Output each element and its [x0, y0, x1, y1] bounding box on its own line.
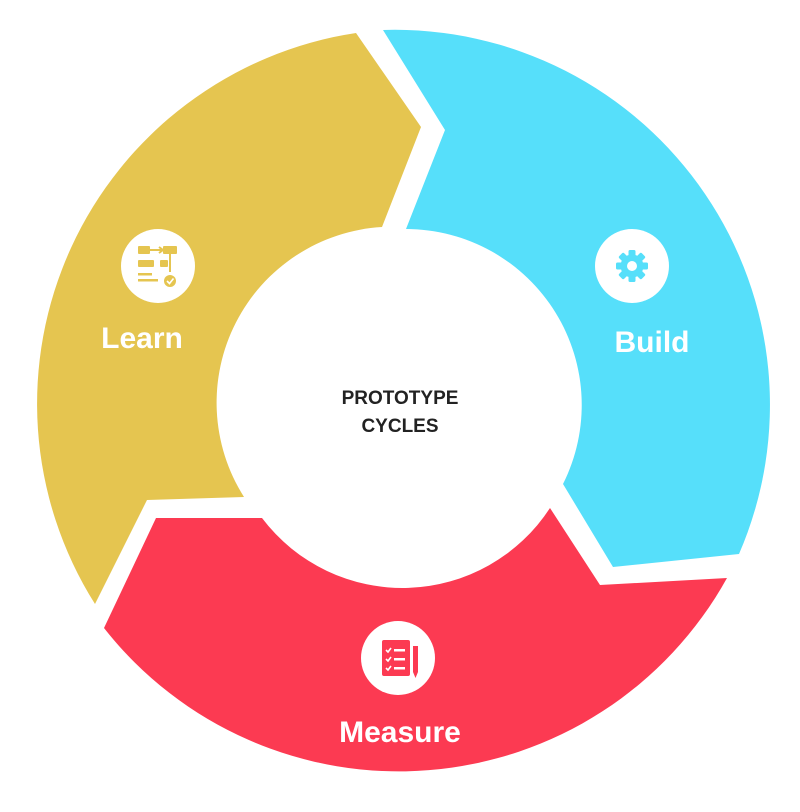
checklist-icon	[361, 621, 435, 695]
build-label: Build	[615, 326, 690, 359]
measure-label: Measure	[339, 716, 461, 749]
center-title-line1: PROTOTYPE	[342, 388, 459, 409]
center-title-line2: CYCLES	[361, 416, 438, 437]
center-circle	[224, 229, 576, 581]
flowchart-icon	[121, 229, 195, 303]
build-segment	[383, 29, 770, 568]
learn-label: Learn	[101, 322, 183, 355]
learn-segment	[37, 33, 422, 604]
gear-icon	[595, 229, 669, 303]
